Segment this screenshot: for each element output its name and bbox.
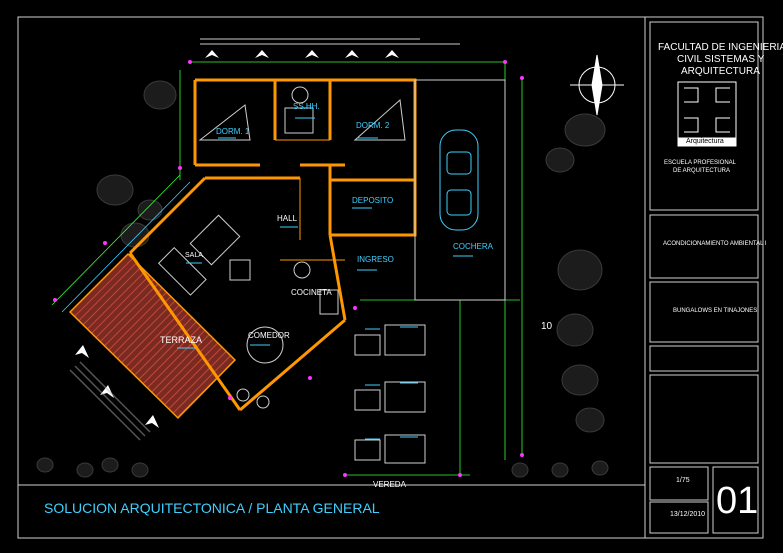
room-label-terraza: TERRAZA — [160, 335, 203, 345]
entry-arrows — [75, 50, 399, 428]
school-name-line2: DE ARQUITECTURA — [673, 168, 731, 174]
dimension-markers — [53, 60, 524, 477]
faculty-name-line3: ARQUITECTURA — [681, 66, 760, 77]
school-name-line1: ESCUELA PROFESIONAL — [664, 160, 737, 166]
drawing-title: SOLUCION ARQUITECTONICA / PLANTA GENERAL — [44, 500, 380, 516]
room-label-vereda: VEREDA — [373, 480, 406, 489]
faculty-logo-icon — [677, 81, 737, 147]
room-label-comedor: COMEDOR — [248, 331, 290, 340]
bathroom-fixtures — [198, 86, 406, 141]
scale-value: 1/75 — [676, 477, 690, 484]
room-label-dorm2: DORM. 2 — [356, 121, 390, 130]
cochera-slab — [414, 79, 506, 301]
title-block-cells — [649, 21, 759, 534]
faculty-name-line2: CIVIL SISTEMAS Y — [677, 54, 765, 65]
date-value: 13/12/2010 — [670, 511, 706, 518]
room-label-cochera: COCHERA — [453, 242, 494, 251]
top-notes — [200, 38, 460, 45]
sheet-border — [17, 16, 764, 539]
sheet-number: 01 — [716, 480, 759, 522]
room-label-dorm1: DORM. 1 — [216, 127, 250, 136]
faculty-name-line1: FACULTAD DE INGENIERIA — [658, 42, 783, 53]
course-name: ACONDICIONAMIENTO AMBIENTAL I — [663, 241, 767, 247]
level-tags — [177, 117, 473, 440]
north-arrow-icon — [570, 54, 624, 116]
inner-walls — [275, 139, 345, 261]
car-icon — [439, 129, 479, 231]
logo-caption: Arquitectura — [686, 138, 724, 145]
terraza-deck — [68, 252, 237, 420]
room-label-sshh: SS.HH. — [293, 102, 320, 111]
project-name: BUNGALOWS EN TINAJONES — [673, 308, 758, 314]
room-label-sala: SALA — [185, 252, 203, 259]
parking-stalls — [354, 324, 426, 464]
side-notes — [69, 361, 151, 441]
room-label-ingreso: INGRESO — [357, 255, 394, 264]
kitchen-fixtures — [293, 261, 339, 315]
room-label-deposito: DEPOSITO — [352, 196, 394, 205]
room-label-cocineta: COCINETA — [291, 288, 332, 297]
room-label-hall: HALL — [277, 214, 298, 223]
dimension-label: 10 — [541, 321, 553, 332]
sala-furniture — [157, 214, 284, 409]
